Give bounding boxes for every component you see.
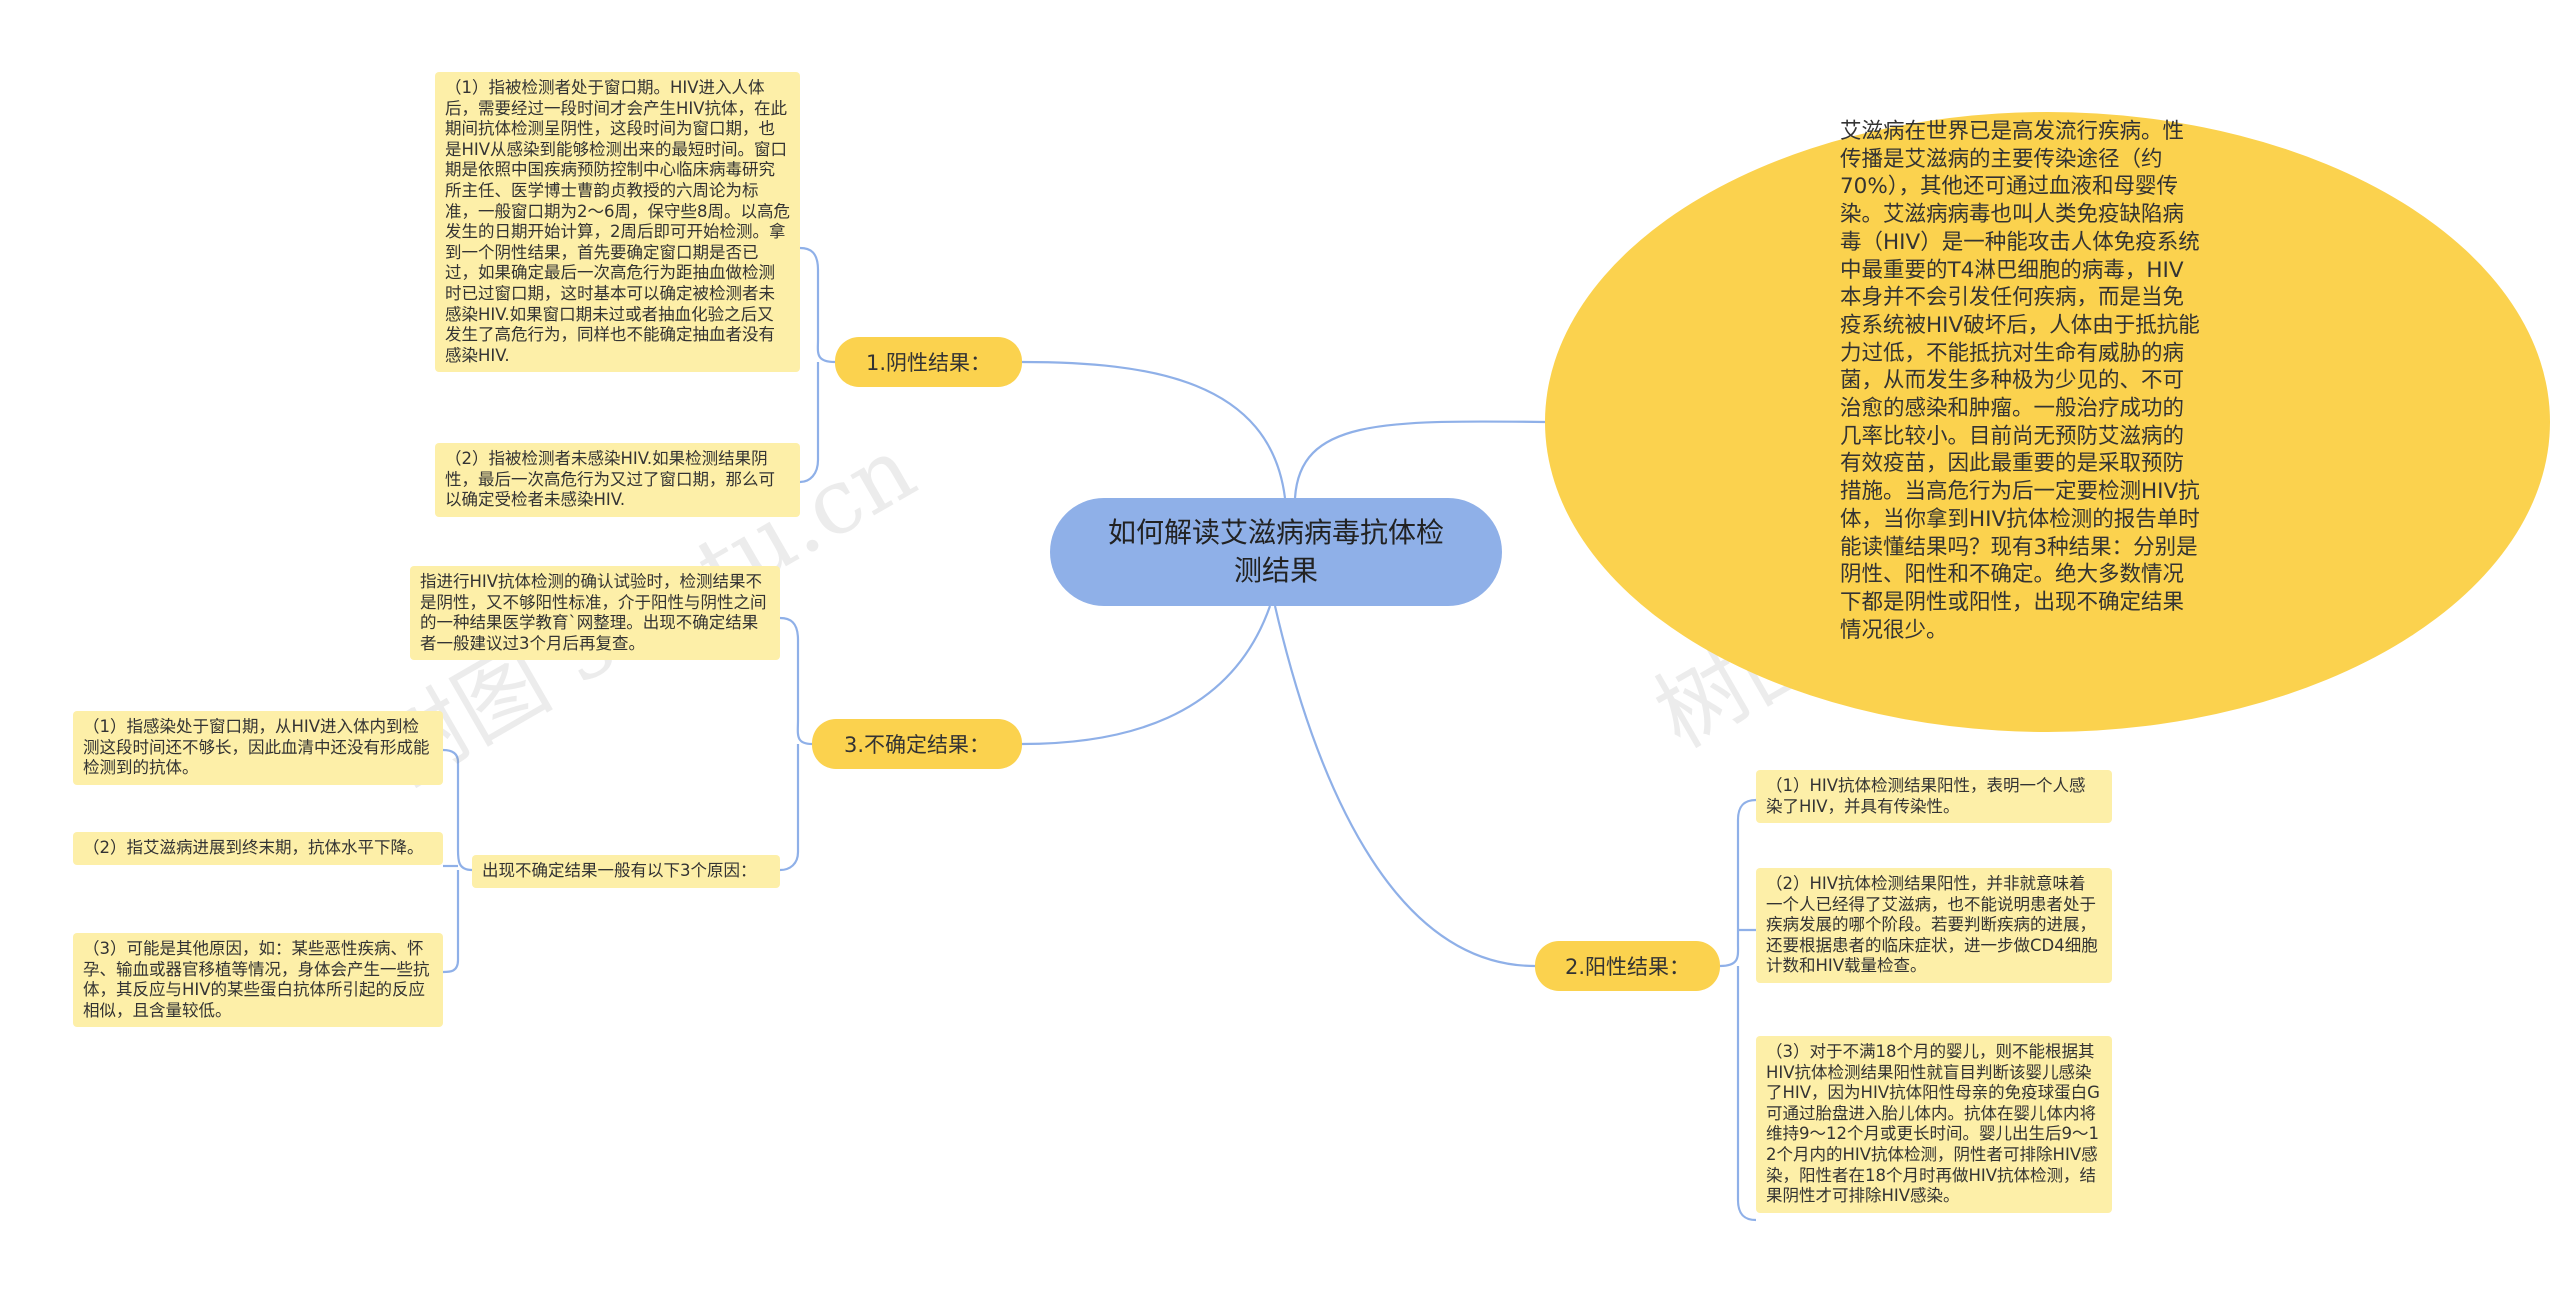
uncertain-reasons-label[interactable]: 出现不确定结果一般有以下3个原因： [472,855,780,888]
positive-note-infants[interactable]: （3）对于不满18个月的婴儿，则不能根据其HIV抗体检测结果阳性就盲目判断该婴儿… [1756,1036,2112,1213]
negative-note-not-infected[interactable]: （2）指被检测者未感染HIV.如果检测结果阴性，最后一次高危行为又过了窗口期，那… [435,443,800,517]
uncertain-reason-window-period[interactable]: （1）指感染处于窗口期，从HIV进入体内到检测这段时间还不够长，因此血清中还没有… [73,711,443,785]
branch-negative-label: 1.阴性结果： [865,351,992,375]
root-topic[interactable]: 如何解读艾滋病病毒抗体检测结果 [1050,498,1502,606]
link-uncertain-bracket [779,616,813,872]
uncertain-reason-end-stage[interactable]: （2）指艾滋病进展到终末期，抗体水平下降。 [73,832,443,865]
uncertain-definition[interactable]: 指进行HIV抗体检测的确认试验时，检测结果不是阴性，又不够阳性标准，介于阳性与阴… [410,566,780,661]
branch-uncertain-label: 3.不确定结果： [843,733,991,757]
uncertain-reason-other[interactable]: （3）可能是其他原因，如：某些恶性疾病、怀孕、输血或器官移植等情况，身体会产生一… [73,933,443,1028]
branch-positive[interactable]: 2.阳性结果： [1535,941,1720,991]
positive-note-infected[interactable]: （1）HIV抗体检测结果阳性，表明一个人感染了HIV，并具有传染性。 [1756,770,2112,824]
branch-positive-label: 2.阳性结果： [1564,955,1691,979]
summary-text: 艾滋病在世界已是高发流行疾病。性传播是艾滋病的主要传染途径（约70%），其他还可… [1840,119,2200,643]
link-root-summary [1293,420,1546,499]
link-root-uncertain [1021,605,1272,746]
branch-negative[interactable]: 1.阴性结果： [835,337,1022,387]
negative-note-window-period[interactable]: （1）指被检测者处于窗口期。HIV进入人体后，需要经过一段时间才会产生HIV抗体… [435,72,800,373]
link-negative-bracket [799,246,836,484]
summary-ellipse[interactable] [1545,112,2550,732]
link-root-negative [1021,360,1287,499]
root-title: 如何解读艾滋病病毒抗体检测结果 [1107,516,1444,587]
positive-note-not-aids[interactable]: （2）HIV抗体检测结果阳性，并非就意味着一个人已经得了艾滋病，也不能说明患者处… [1756,868,2112,983]
link-positive-bracket [1719,798,1757,1222]
link-reasons-bracket [442,748,473,974]
branch-uncertain[interactable]: 3.不确定结果： [812,719,1022,769]
link-root-positive [1273,605,1536,968]
